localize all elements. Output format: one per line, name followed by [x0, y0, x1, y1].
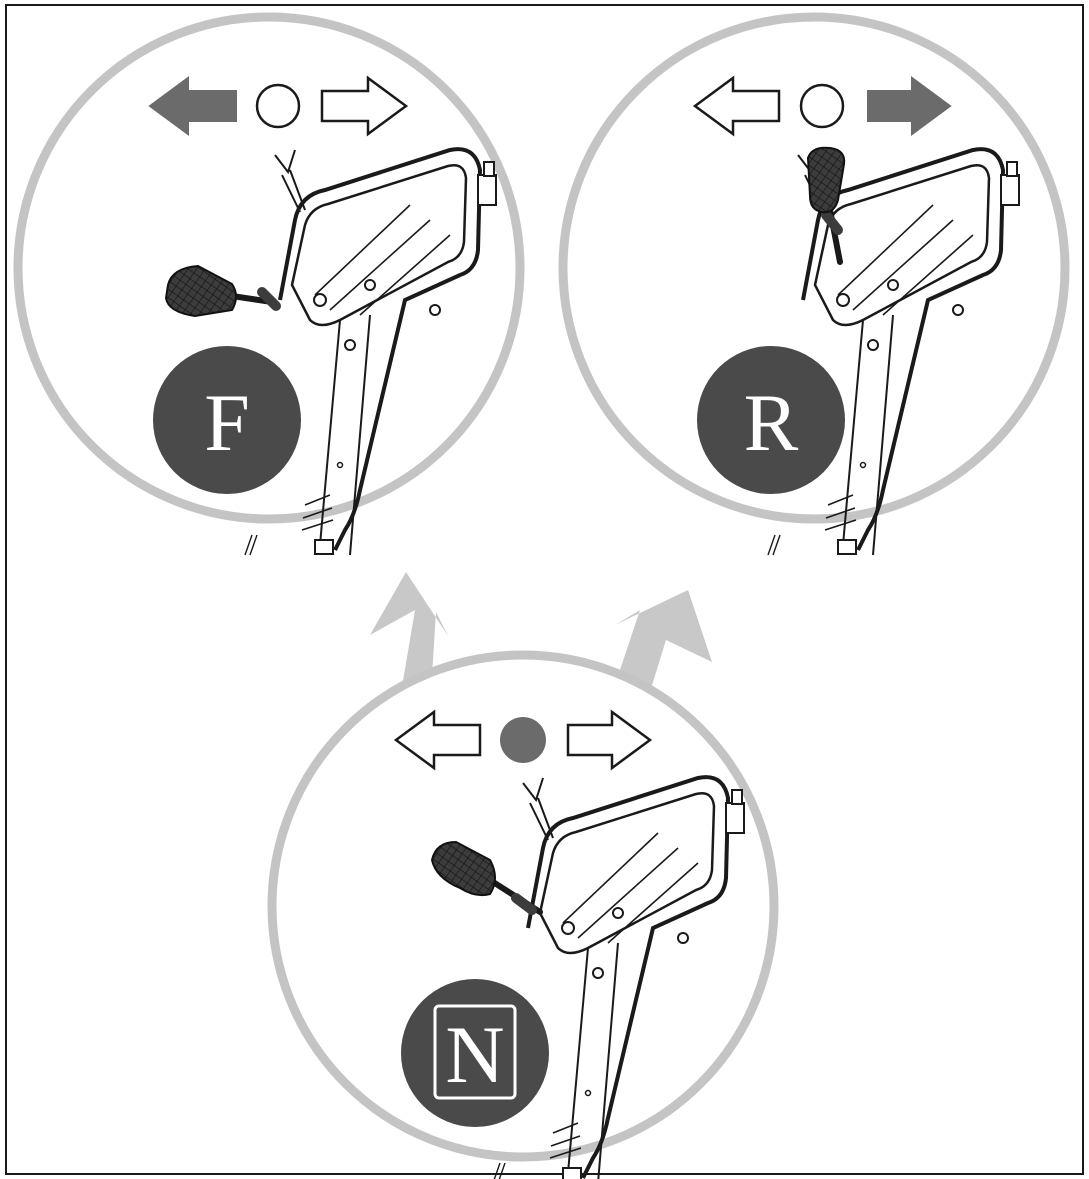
forward-letter: F [204, 377, 250, 468]
figure-frame [5, 4, 1084, 1175]
reverse-ring [558, 12, 1070, 524]
neutral-letter-box [433, 1004, 517, 1100]
reverse-lever [806, 146, 846, 265]
reverse-badge [697, 346, 845, 494]
reverse-left-arrow-icon [692, 75, 781, 137]
reverse-center-dot-icon [799, 83, 845, 129]
neutral-center-dot-icon [500, 717, 546, 763]
forward-left-arrow-icon [148, 76, 237, 136]
forward-lever [164, 264, 281, 318]
forward-right-arrow-icon [320, 75, 409, 137]
reverse-right-arrow-icon [867, 76, 952, 136]
forward-badge [153, 346, 301, 494]
forward-center-dot-icon [255, 83, 301, 129]
neutral-right-arrow-icon [566, 709, 653, 771]
forward-ring [13, 12, 525, 524]
neutral-left-arrow-icon [393, 709, 482, 771]
neutral-letter: N [445, 1009, 504, 1100]
neutral-panel: N [267, 650, 779, 1179]
neutral-lever [430, 840, 543, 915]
neutral-badge [401, 979, 549, 1127]
reverse-letter: R [744, 377, 799, 468]
reverse-panel: R [558, 12, 1070, 557]
forward-panel: F [13, 12, 525, 557]
